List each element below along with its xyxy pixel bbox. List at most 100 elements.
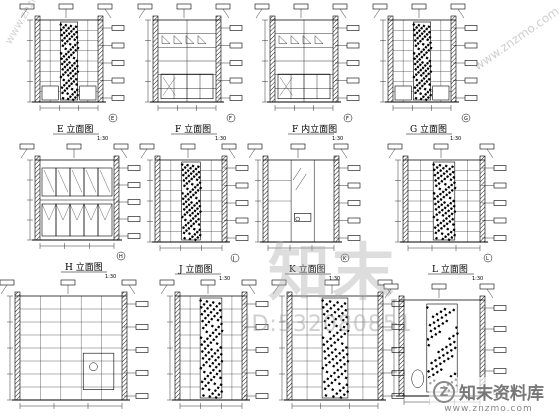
elevation-mark: E <box>111 116 114 122</box>
callout-tag <box>453 25 478 31</box>
callout-tag <box>116 165 141 171</box>
elevation-title: F 立面图 <box>175 123 211 135</box>
elevation-title: F 内立面图 <box>292 123 337 135</box>
callout-tag <box>113 143 129 159</box>
callout-tag <box>333 143 349 159</box>
callout-tag <box>241 279 257 295</box>
elevation-mark: K <box>343 256 347 262</box>
callout-tag <box>332 3 348 19</box>
callout-tag <box>482 235 507 241</box>
callout-tag <box>482 165 507 171</box>
elevation-mark: G <box>464 116 468 122</box>
elevation-title: G 立面图 <box>410 123 447 135</box>
elevation-scale: 1:30 <box>219 276 230 282</box>
callout-tag <box>482 368 507 374</box>
callout-tag <box>335 60 360 66</box>
callout-tag <box>482 326 507 332</box>
callout-tag <box>224 217 249 224</box>
callout-tag <box>244 347 269 353</box>
callout-tag <box>124 370 149 376</box>
elevation-n <box>159 279 269 409</box>
elevation-mark: F <box>346 116 349 122</box>
callout-tag <box>121 279 137 295</box>
callout-tag <box>290 143 306 158</box>
callout-tag <box>176 3 192 18</box>
callout-tag <box>453 60 478 66</box>
callout-tag <box>19 3 35 19</box>
callout-tag <box>244 370 269 376</box>
elevation-title: L 立面图 <box>432 263 468 275</box>
callout-tag <box>58 3 74 18</box>
callout-tag <box>180 143 196 158</box>
elevation-mark: H <box>119 254 123 260</box>
elevation-scale: 1:30 <box>472 276 483 282</box>
callout-tag <box>218 25 243 31</box>
callout-tag <box>218 42 243 49</box>
callout-tag <box>218 95 243 101</box>
callout-tag <box>387 143 403 159</box>
callout-tag <box>293 3 309 18</box>
callout-tag <box>431 283 447 298</box>
callout-tag <box>218 77 243 84</box>
elevation-title: E 立面图 <box>57 123 93 135</box>
elevation-mark: F <box>229 116 232 122</box>
callout-tag <box>479 143 495 159</box>
callout-tag <box>336 200 361 206</box>
callout-tag <box>159 279 175 295</box>
callout-tag <box>60 279 76 294</box>
callout-tag <box>124 301 149 307</box>
callout-tag <box>324 279 340 294</box>
brand-logo-icon: Z <box>433 380 455 403</box>
callout-tag <box>224 235 249 241</box>
callout-tag <box>224 165 249 171</box>
callout-tag <box>336 165 361 171</box>
callout-tag <box>482 347 507 353</box>
callout-tag <box>244 393 269 399</box>
callout-tag <box>453 95 478 101</box>
callout-tag <box>254 3 270 19</box>
callout-tag <box>124 347 149 353</box>
callout-tag <box>244 301 269 307</box>
callout-tag <box>200 279 216 294</box>
watermark-site-badge: Z 知末资料库 www.znzmo.com <box>429 377 548 416</box>
callout-tag <box>139 143 155 159</box>
callout-tag <box>482 305 507 311</box>
callout-tag <box>116 199 141 205</box>
elevation-title: K 立面图 <box>289 263 326 275</box>
callout-tag <box>372 3 388 19</box>
callout-tag <box>19 143 35 159</box>
elevation-scale: 1:30 <box>105 274 116 280</box>
watermark-site-url: www.znzmo.com <box>444 404 533 414</box>
callout-tag <box>247 143 263 159</box>
callout-tag <box>335 25 360 31</box>
callout-tag <box>482 200 507 206</box>
callout-tag <box>124 393 149 399</box>
callout-tag <box>335 95 360 101</box>
callout-tag <box>453 42 478 49</box>
callout-tag <box>66 143 82 158</box>
callout-tag <box>218 60 243 66</box>
elevation-scale: 1:30 <box>329 276 340 282</box>
callout-tag <box>450 3 466 19</box>
elevation-mark: J <box>232 256 234 262</box>
callout-tag <box>215 3 231 19</box>
callout-tag <box>100 77 125 84</box>
callout-tag <box>411 3 427 18</box>
callout-tag <box>0 279 15 295</box>
callout-tag <box>453 77 478 84</box>
watermark-site-name: 知末资料库 <box>459 384 544 404</box>
callout-tag <box>100 60 125 66</box>
callout-tag <box>116 233 141 239</box>
callout-tag <box>116 182 141 188</box>
callout-tag <box>100 25 125 31</box>
callout-tag <box>116 216 141 222</box>
elevation-title: H 立面图 <box>65 261 103 273</box>
